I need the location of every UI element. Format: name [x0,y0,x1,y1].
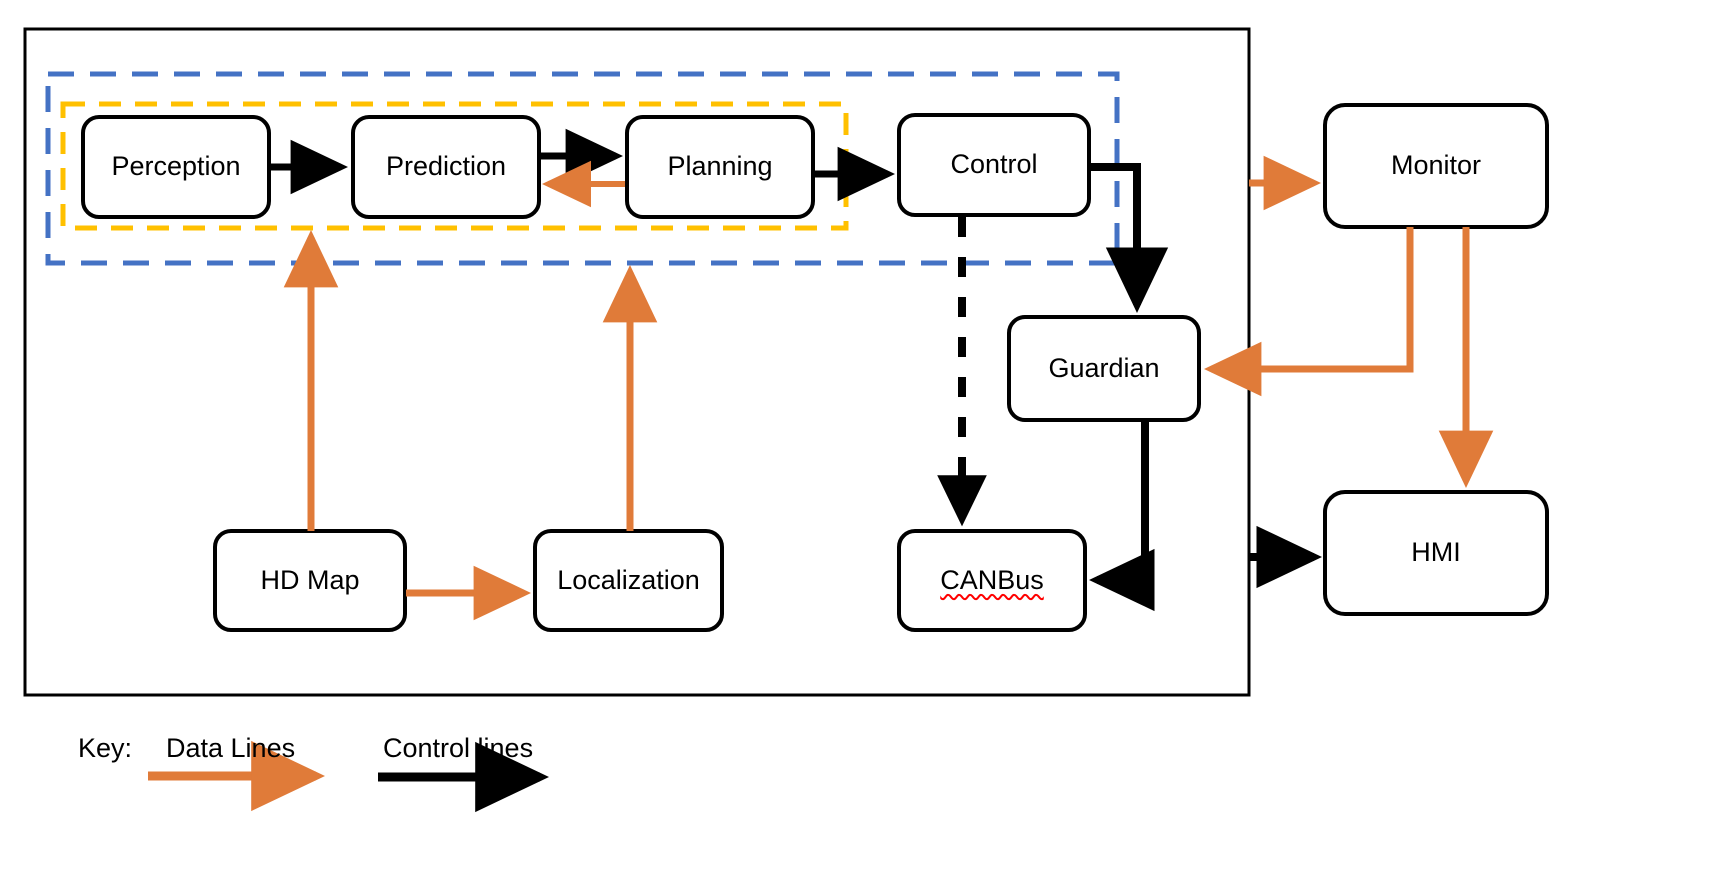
node-hd-map[interactable] [213,529,407,632]
node-planning[interactable] [625,115,815,219]
node-canbus[interactable] [897,529,1087,632]
node-hmi[interactable] [1323,490,1549,616]
node-guardian[interactable] [1007,315,1201,422]
node-localization[interactable] [533,529,724,632]
node-control[interactable] [897,113,1091,217]
legend-key-label: Key: [78,733,133,763]
legend-data-lines-label: Data Lines [166,733,296,763]
edge-monitor-to-guardian [1203,227,1414,397]
edge-control-to-guardian [1089,163,1169,314]
edge-guardian-to-canbus [1088,420,1155,612]
node-prediction[interactable] [351,115,541,219]
node-perception[interactable] [81,115,271,219]
legend-control-lines-label: Control lines [383,733,534,763]
node-monitor[interactable] [1323,103,1549,229]
